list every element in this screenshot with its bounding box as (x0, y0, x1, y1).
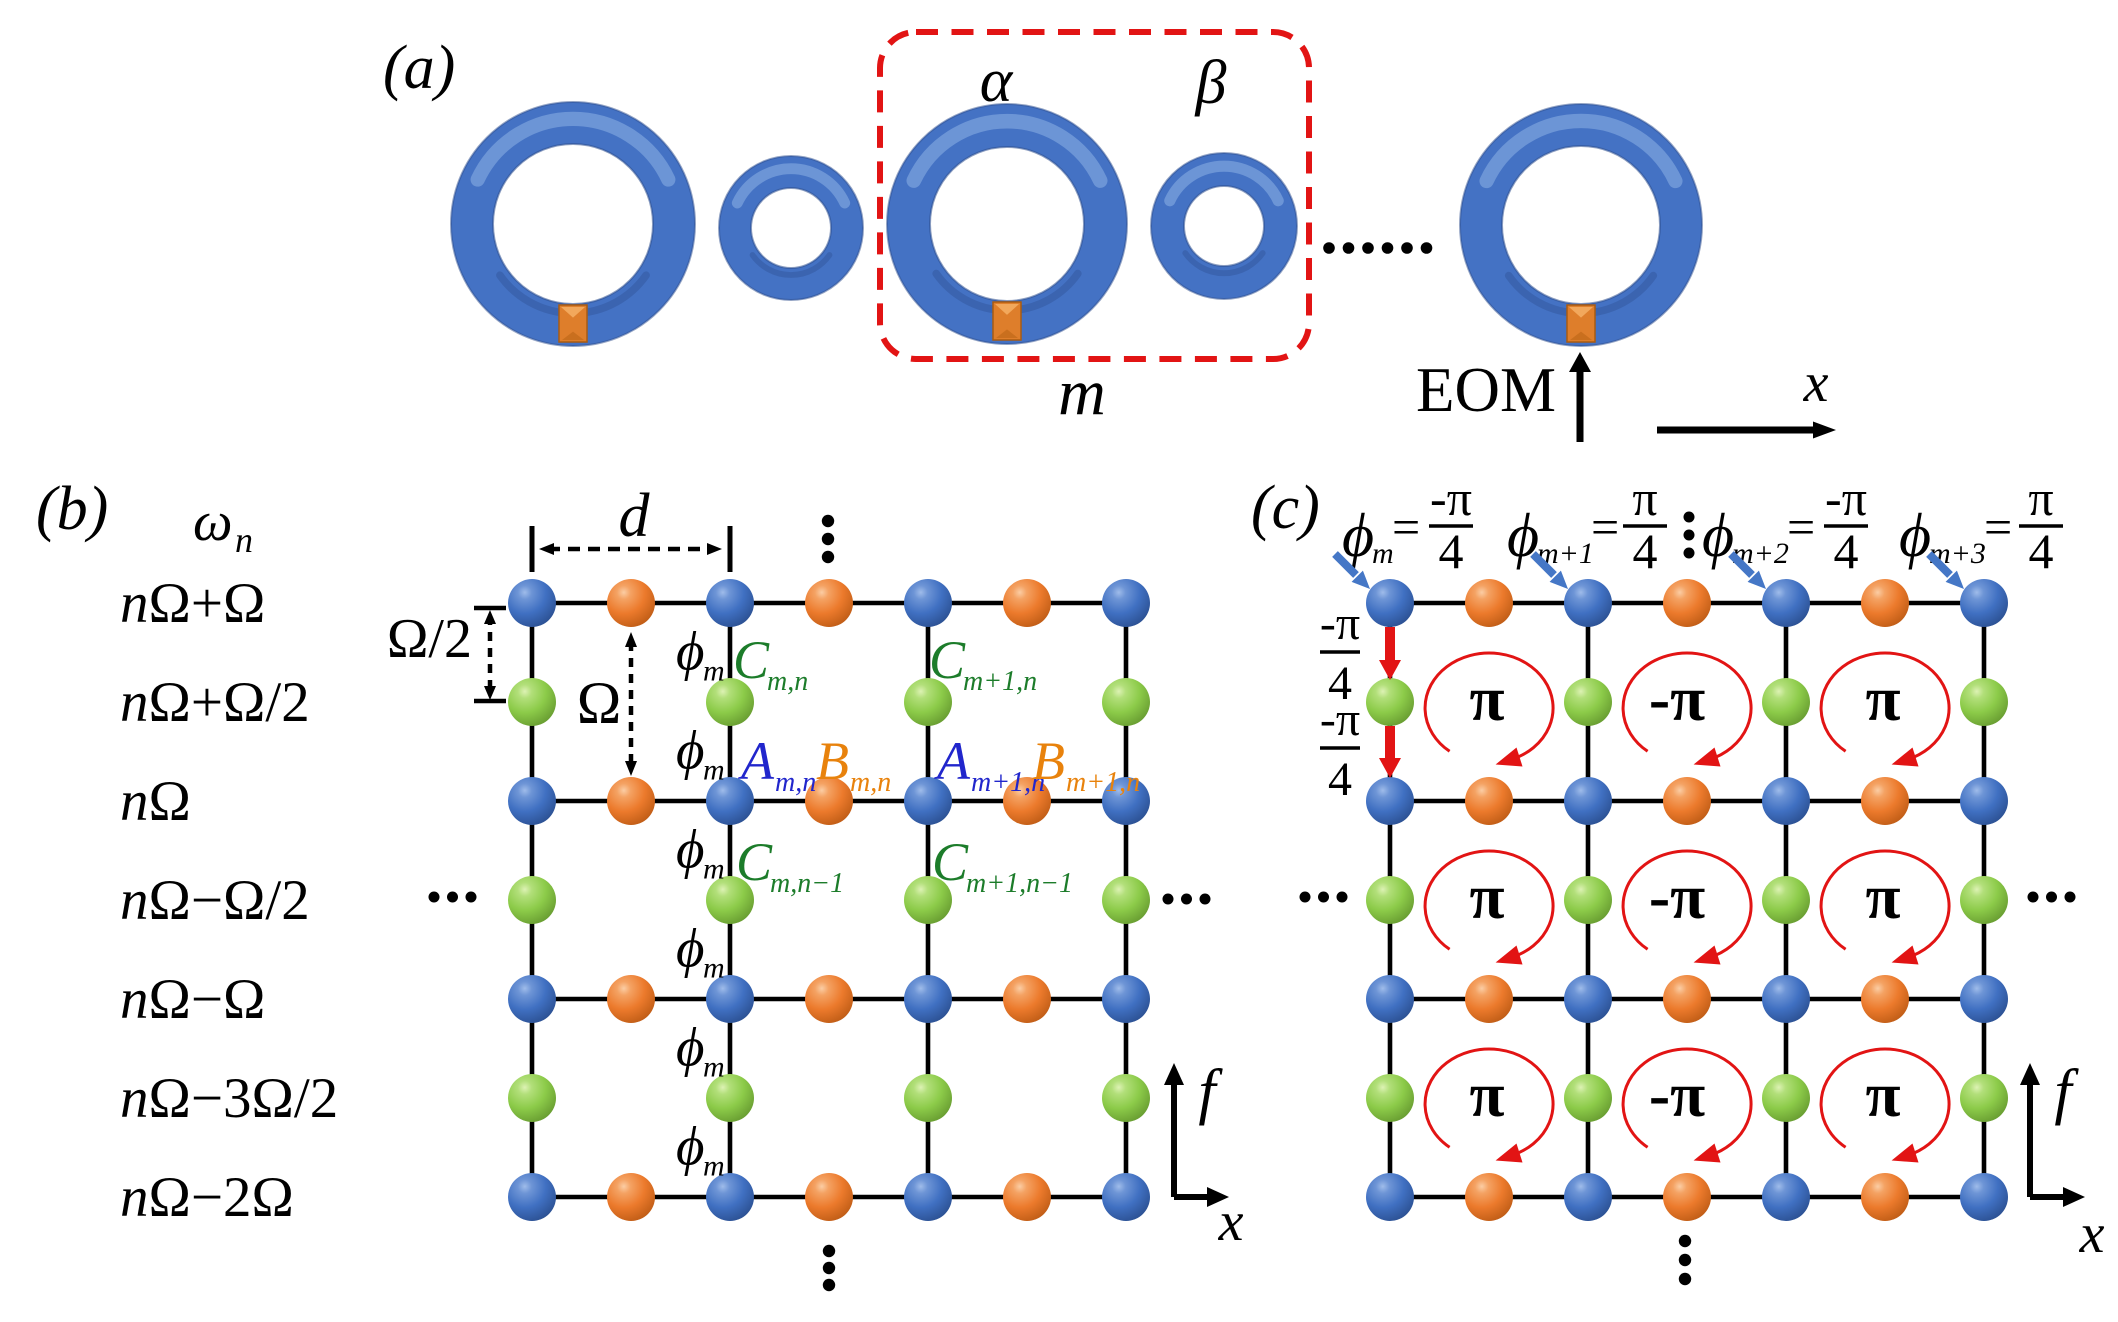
svg-text:nΩ−Ω: nΩ−Ω (120, 968, 265, 1031)
svg-text:m: m (703, 655, 725, 688)
svg-text:-π: -π (1649, 663, 1705, 734)
svg-text:C: C (929, 630, 966, 690)
svg-text:(c): (c) (1251, 474, 1320, 542)
svg-text:=: = (1591, 499, 1619, 555)
svg-text:m+1,n−1: m+1,n−1 (966, 868, 1073, 899)
svg-text:4: 4 (1328, 753, 1352, 806)
svg-text:4: 4 (1633, 523, 1658, 579)
svg-text:nΩ+Ω/2: nΩ+Ω/2 (120, 671, 310, 734)
svg-text:ϕ: ϕ (676, 1116, 704, 1177)
svg-text:nΩ: nΩ (120, 770, 191, 833)
svg-text:-π: -π (1825, 470, 1867, 526)
svg-text:nΩ+Ω: nΩ+Ω (120, 572, 265, 635)
svg-text:ϕ: ϕ (1702, 502, 1734, 570)
svg-text:-π: -π (1320, 693, 1360, 746)
svg-text:π: π (1865, 1059, 1900, 1130)
svg-text:ϕ: ϕ (1899, 502, 1931, 570)
svg-text:nΩ−3Ω/2: nΩ−3Ω/2 (120, 1067, 338, 1130)
svg-text:m: m (703, 1150, 725, 1183)
svg-text:B: B (1032, 731, 1065, 791)
svg-text:β: β (1195, 49, 1227, 117)
svg-text:-π: -π (1649, 1059, 1705, 1130)
svg-text:Ω: Ω (577, 670, 622, 736)
svg-text:π: π (2028, 470, 2053, 526)
svg-text:m: m (703, 853, 725, 886)
svg-text:ϕ: ϕ (676, 1017, 704, 1078)
svg-text:m: m (703, 754, 725, 787)
svg-text:B: B (816, 731, 849, 791)
svg-text:=: = (1787, 499, 1815, 555)
svg-text:ϕ: ϕ (676, 819, 704, 880)
svg-text:π: π (1632, 470, 1657, 526)
svg-text:ϕ: ϕ (676, 720, 704, 781)
svg-text:(a): (a) (383, 34, 455, 102)
svg-text:nΩ−2Ω: nΩ−2Ω (120, 1166, 294, 1229)
svg-text:m+1,n: m+1,n (1066, 767, 1140, 798)
svg-text:ω: ω (193, 491, 233, 553)
svg-text:4: 4 (2029, 523, 2054, 579)
svg-text:m,n−1: m,n−1 (770, 868, 844, 899)
svg-text:π: π (1469, 663, 1504, 734)
svg-text:m: m (1372, 537, 1394, 570)
svg-text:-π: -π (1649, 861, 1705, 932)
svg-text:4: 4 (1834, 523, 1859, 579)
svg-text:m: m (1058, 356, 1106, 429)
svg-text:nΩ−Ω/2: nΩ−Ω/2 (120, 869, 310, 932)
svg-text:A: A (738, 731, 775, 791)
svg-text:x: x (2079, 1203, 2105, 1265)
svg-text:-π: -π (1430, 470, 1472, 526)
svg-text:ϕ: ϕ (1342, 502, 1374, 570)
svg-text:m: m (703, 1051, 725, 1084)
svg-text:ϕ: ϕ (676, 621, 704, 682)
svg-text:π: π (1469, 861, 1504, 932)
svg-text:m,n: m,n (775, 767, 816, 798)
svg-text:m+1,n: m+1,n (971, 767, 1045, 798)
svg-text:m: m (703, 952, 725, 985)
svg-text:m,n: m,n (767, 666, 808, 697)
svg-text:-π: -π (1320, 597, 1360, 650)
svg-text:π: π (1865, 861, 1900, 932)
svg-text:C: C (736, 832, 773, 892)
svg-text:n: n (235, 520, 253, 560)
svg-text:m+1,n: m+1,n (963, 666, 1037, 697)
svg-text:π: π (1865, 663, 1900, 734)
svg-text:x: x (1218, 1191, 1244, 1253)
svg-text:4: 4 (1328, 657, 1352, 710)
svg-text:x: x (1803, 352, 1829, 414)
svg-text:=: = (1392, 499, 1420, 555)
svg-text:C: C (733, 630, 770, 690)
svg-text:EOM: EOM (1416, 355, 1556, 425)
svg-text:α: α (980, 47, 1014, 115)
svg-text:=: = (1984, 499, 2012, 555)
svg-text:4: 4 (1439, 523, 1464, 579)
svg-text:m,n: m,n (850, 767, 891, 798)
svg-text:(b): (b) (36, 475, 108, 543)
svg-text:Ω/2: Ω/2 (387, 608, 472, 670)
svg-text:d: d (619, 482, 651, 550)
svg-text:ϕ: ϕ (676, 918, 704, 979)
svg-text:π: π (1469, 1059, 1504, 1130)
svg-text:C: C (932, 832, 969, 892)
svg-text:A: A (934, 731, 971, 791)
